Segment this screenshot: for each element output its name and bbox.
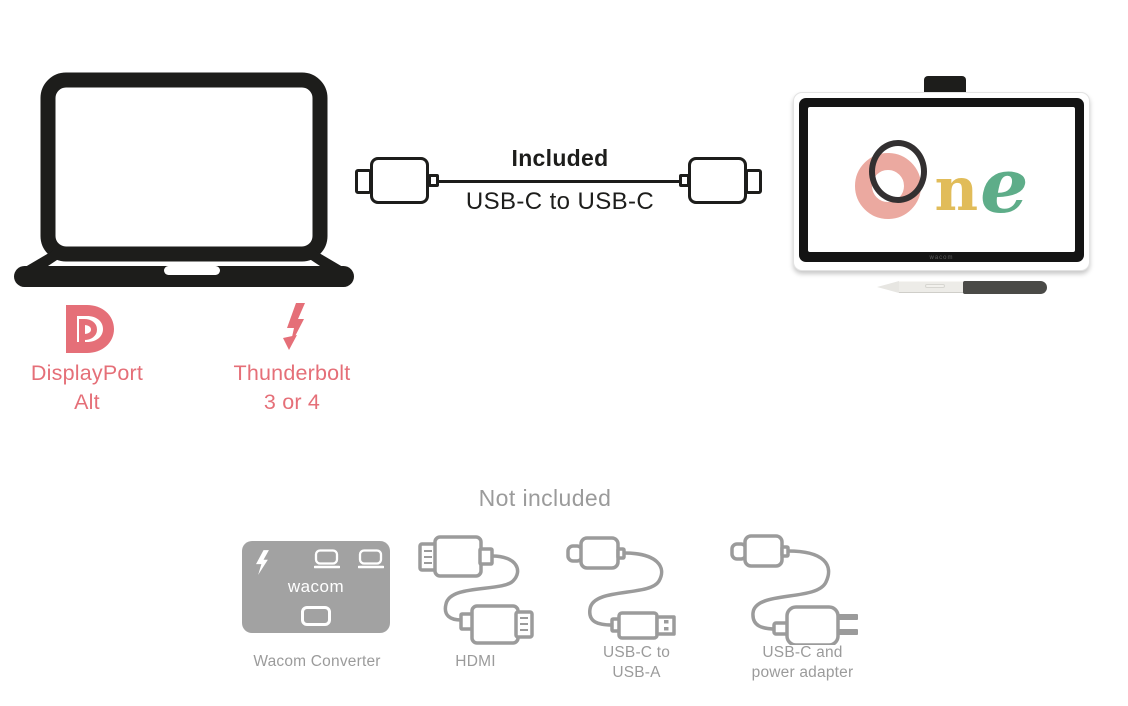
tablet-bezel: n e wacom bbox=[799, 98, 1084, 262]
displayport-label-line2: Alt bbox=[74, 390, 100, 414]
thunderbolt-icon bbox=[283, 303, 305, 350]
not-included-title: Not included bbox=[478, 485, 612, 511]
pen-body bbox=[899, 281, 963, 293]
wacom-one-logo: n e bbox=[854, 139, 1029, 230]
converter-brand-text: wacom bbox=[287, 577, 345, 596]
cable-line bbox=[436, 180, 681, 183]
logo-letter-o bbox=[854, 139, 931, 222]
usb-c-to-usb-a-cable-icon bbox=[566, 536, 676, 640]
hdmi-cable-icon bbox=[418, 535, 534, 645]
stylus-pen-icon bbox=[877, 280, 1047, 294]
hdmi-label: HDMI bbox=[455, 653, 496, 670]
thunderbolt-label-line1: Thunderbolt bbox=[233, 361, 351, 385]
tablet-brand-text: wacom bbox=[929, 255, 954, 261]
usb-c-connector-icon bbox=[370, 157, 429, 204]
included-title: Included bbox=[511, 145, 609, 171]
pen-tip bbox=[877, 281, 899, 293]
usb-c-connector-icon bbox=[745, 169, 762, 194]
pen-rear bbox=[963, 280, 1047, 294]
thunderbolt-label-line2: 3 or 4 bbox=[263, 390, 321, 414]
logo-o-black-ring bbox=[868, 139, 927, 203]
usb-c-connector-icon bbox=[688, 157, 747, 204]
displayport-icon bbox=[66, 305, 114, 353]
wacom-converter-label: Wacom Converter bbox=[253, 653, 381, 670]
logo-letter-n: n bbox=[934, 154, 979, 225]
converter-port bbox=[301, 606, 331, 626]
usb-c-to-a-label-line2: USB-A bbox=[612, 664, 661, 681]
wacom-one-tablet-icon: n e wacom bbox=[793, 76, 1090, 298]
included-cable-label: USB-C to USB-C bbox=[465, 188, 655, 215]
displayport-label-line1: DisplayPort bbox=[30, 361, 144, 385]
logo-letter-e: e bbox=[980, 140, 1029, 230]
power-bolt-icon bbox=[256, 550, 269, 575]
tablet-screen: n e bbox=[808, 107, 1075, 252]
tablet-body: n e wacom bbox=[793, 92, 1090, 271]
laptop-icon bbox=[14, 72, 354, 287]
pen-button bbox=[925, 284, 945, 288]
wacom-converter-icon: wacom bbox=[242, 541, 390, 633]
display-icon bbox=[358, 549, 384, 569]
power-adapter-label-line1: USB-C and bbox=[762, 644, 843, 661]
usb-c-to-a-label-line1: USB-C to bbox=[602, 644, 671, 661]
power-adapter-label-line2: power adapter bbox=[751, 664, 854, 681]
usb-c-power-adapter-icon bbox=[730, 534, 858, 645]
display-icon bbox=[314, 549, 340, 569]
